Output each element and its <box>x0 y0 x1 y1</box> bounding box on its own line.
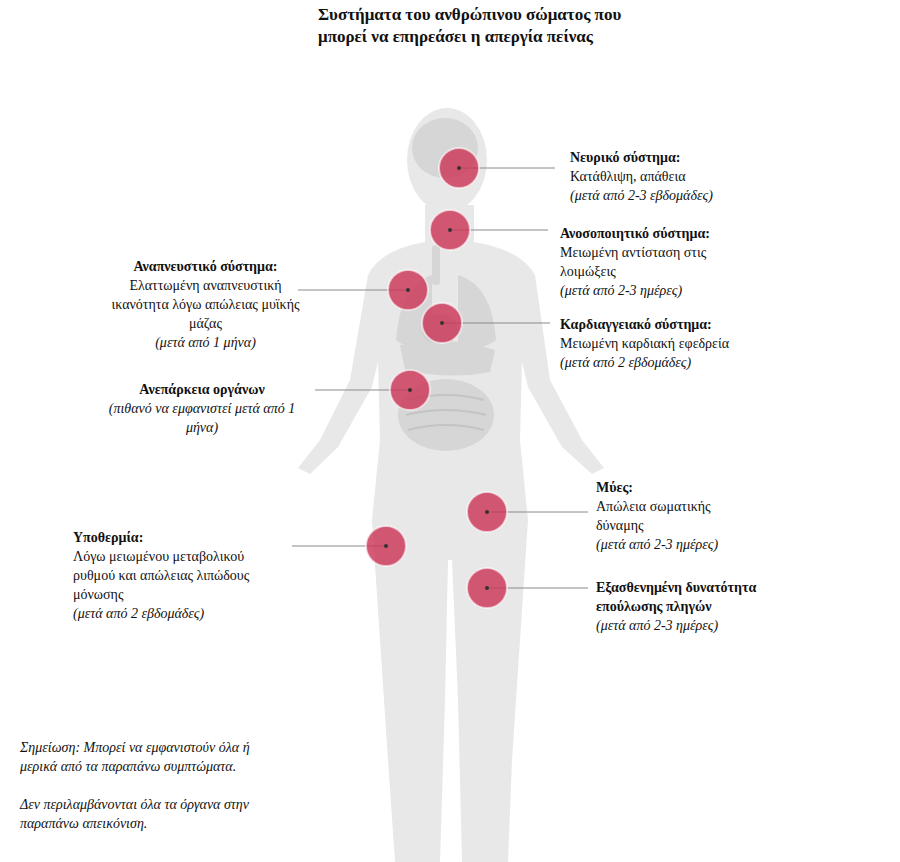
callout-text: Ανοσοποιητικό σύστημα:Μειωμένη αντίσταση… <box>560 224 750 300</box>
effect-text: Μειωμένη αντίσταση στις λοιμώξεις <box>560 243 750 281</box>
marker-dots <box>384 166 489 590</box>
effect-text: Κατάθλιψη, απάθεια <box>570 167 760 186</box>
callout-text: Υποθερμία:Λόγω μειωμένου μεταβολικού ρυθ… <box>73 528 288 623</box>
onset-note: (μετά από 2-3 ημέρες) <box>596 616 796 635</box>
system-heading: Ανεπάρκεια οργάνων <box>92 380 312 399</box>
callout-text: Νευρικό σύστημα:Κατάθλιψη, απάθεια(μετά … <box>570 148 760 205</box>
system-heading: Εξασθενημένη δυνατότητα επούλωσης πληγών <box>596 578 796 616</box>
callout-text: Μύες:Απώλεια σωματικής δύναμης(μετά από … <box>596 478 746 554</box>
onset-note: (μετά από 2-3 ημέρες) <box>560 281 750 300</box>
onset-note: (μετά από 2 εβδομάδες) <box>73 604 288 623</box>
onset-note: (μετά από 2 εβδομάδες) <box>560 353 740 372</box>
callout-text: Ανεπάρκεια οργάνων(πιθανό να εμφανιστεί … <box>92 380 312 437</box>
leader-lines <box>292 168 588 588</box>
system-heading: Ανοσοποιητικό σύστημα: <box>560 224 750 243</box>
callout-text: Εξασθενημένη δυνατότητα επούλωσης πληγών… <box>596 578 796 635</box>
onset-note: Δεν περιλαμβάνονται όλα τα όργανα στην π… <box>20 795 285 833</box>
effect-text: Απώλεια σωματικής δύναμης <box>596 497 746 535</box>
effect-text: Λόγω μειωμένου μεταβολικού ρυθμού και απ… <box>73 547 288 604</box>
callout-text: Δεν περιλαμβάνονται όλα τα όργανα στην π… <box>20 795 285 833</box>
diagram-title: Συστήματα του ανθρώπινου σώματος που μπο… <box>318 4 668 48</box>
system-heading: Αναπνευστικό σύστημα: <box>103 257 308 276</box>
onset-note: (μετά από 2-3 ημέρες) <box>596 535 746 554</box>
callout-text: Αναπνευστικό σύστημα:Ελαττωμένη αναπνευσ… <box>103 257 308 352</box>
system-heading: Υποθερμία: <box>73 528 288 547</box>
onset-note: Σημείωση: Μπορεί να εμφανιστούν όλα ή με… <box>20 738 285 776</box>
effect-markers <box>366 148 507 608</box>
callout-text: Σημείωση: Μπορεί να εμφανιστούν όλα ή με… <box>20 738 285 776</box>
effect-text: Μειωμένη καρδιακή εφεδρεία <box>560 334 740 353</box>
body-silhouette <box>298 108 604 862</box>
callout-text: Καρδιαγγειακό σύστημα:Μειωμένη καρδιακή … <box>560 315 740 372</box>
onset-note: (μετά από 1 μήνα) <box>103 333 308 352</box>
system-heading: Μύες: <box>596 478 746 497</box>
onset-note: (μετά από 2-3 εβδομάδες) <box>570 186 760 205</box>
system-heading: Καρδιαγγειακό σύστημα: <box>560 315 740 334</box>
system-heading: Νευρικό σύστημα: <box>570 148 760 167</box>
effect-text: Ελαττωμένη αναπνευστική ικανότητα λόγω α… <box>103 276 308 333</box>
onset-note: (πιθανό να εμφανιστεί μετά από 1 μήνα) <box>92 399 312 437</box>
